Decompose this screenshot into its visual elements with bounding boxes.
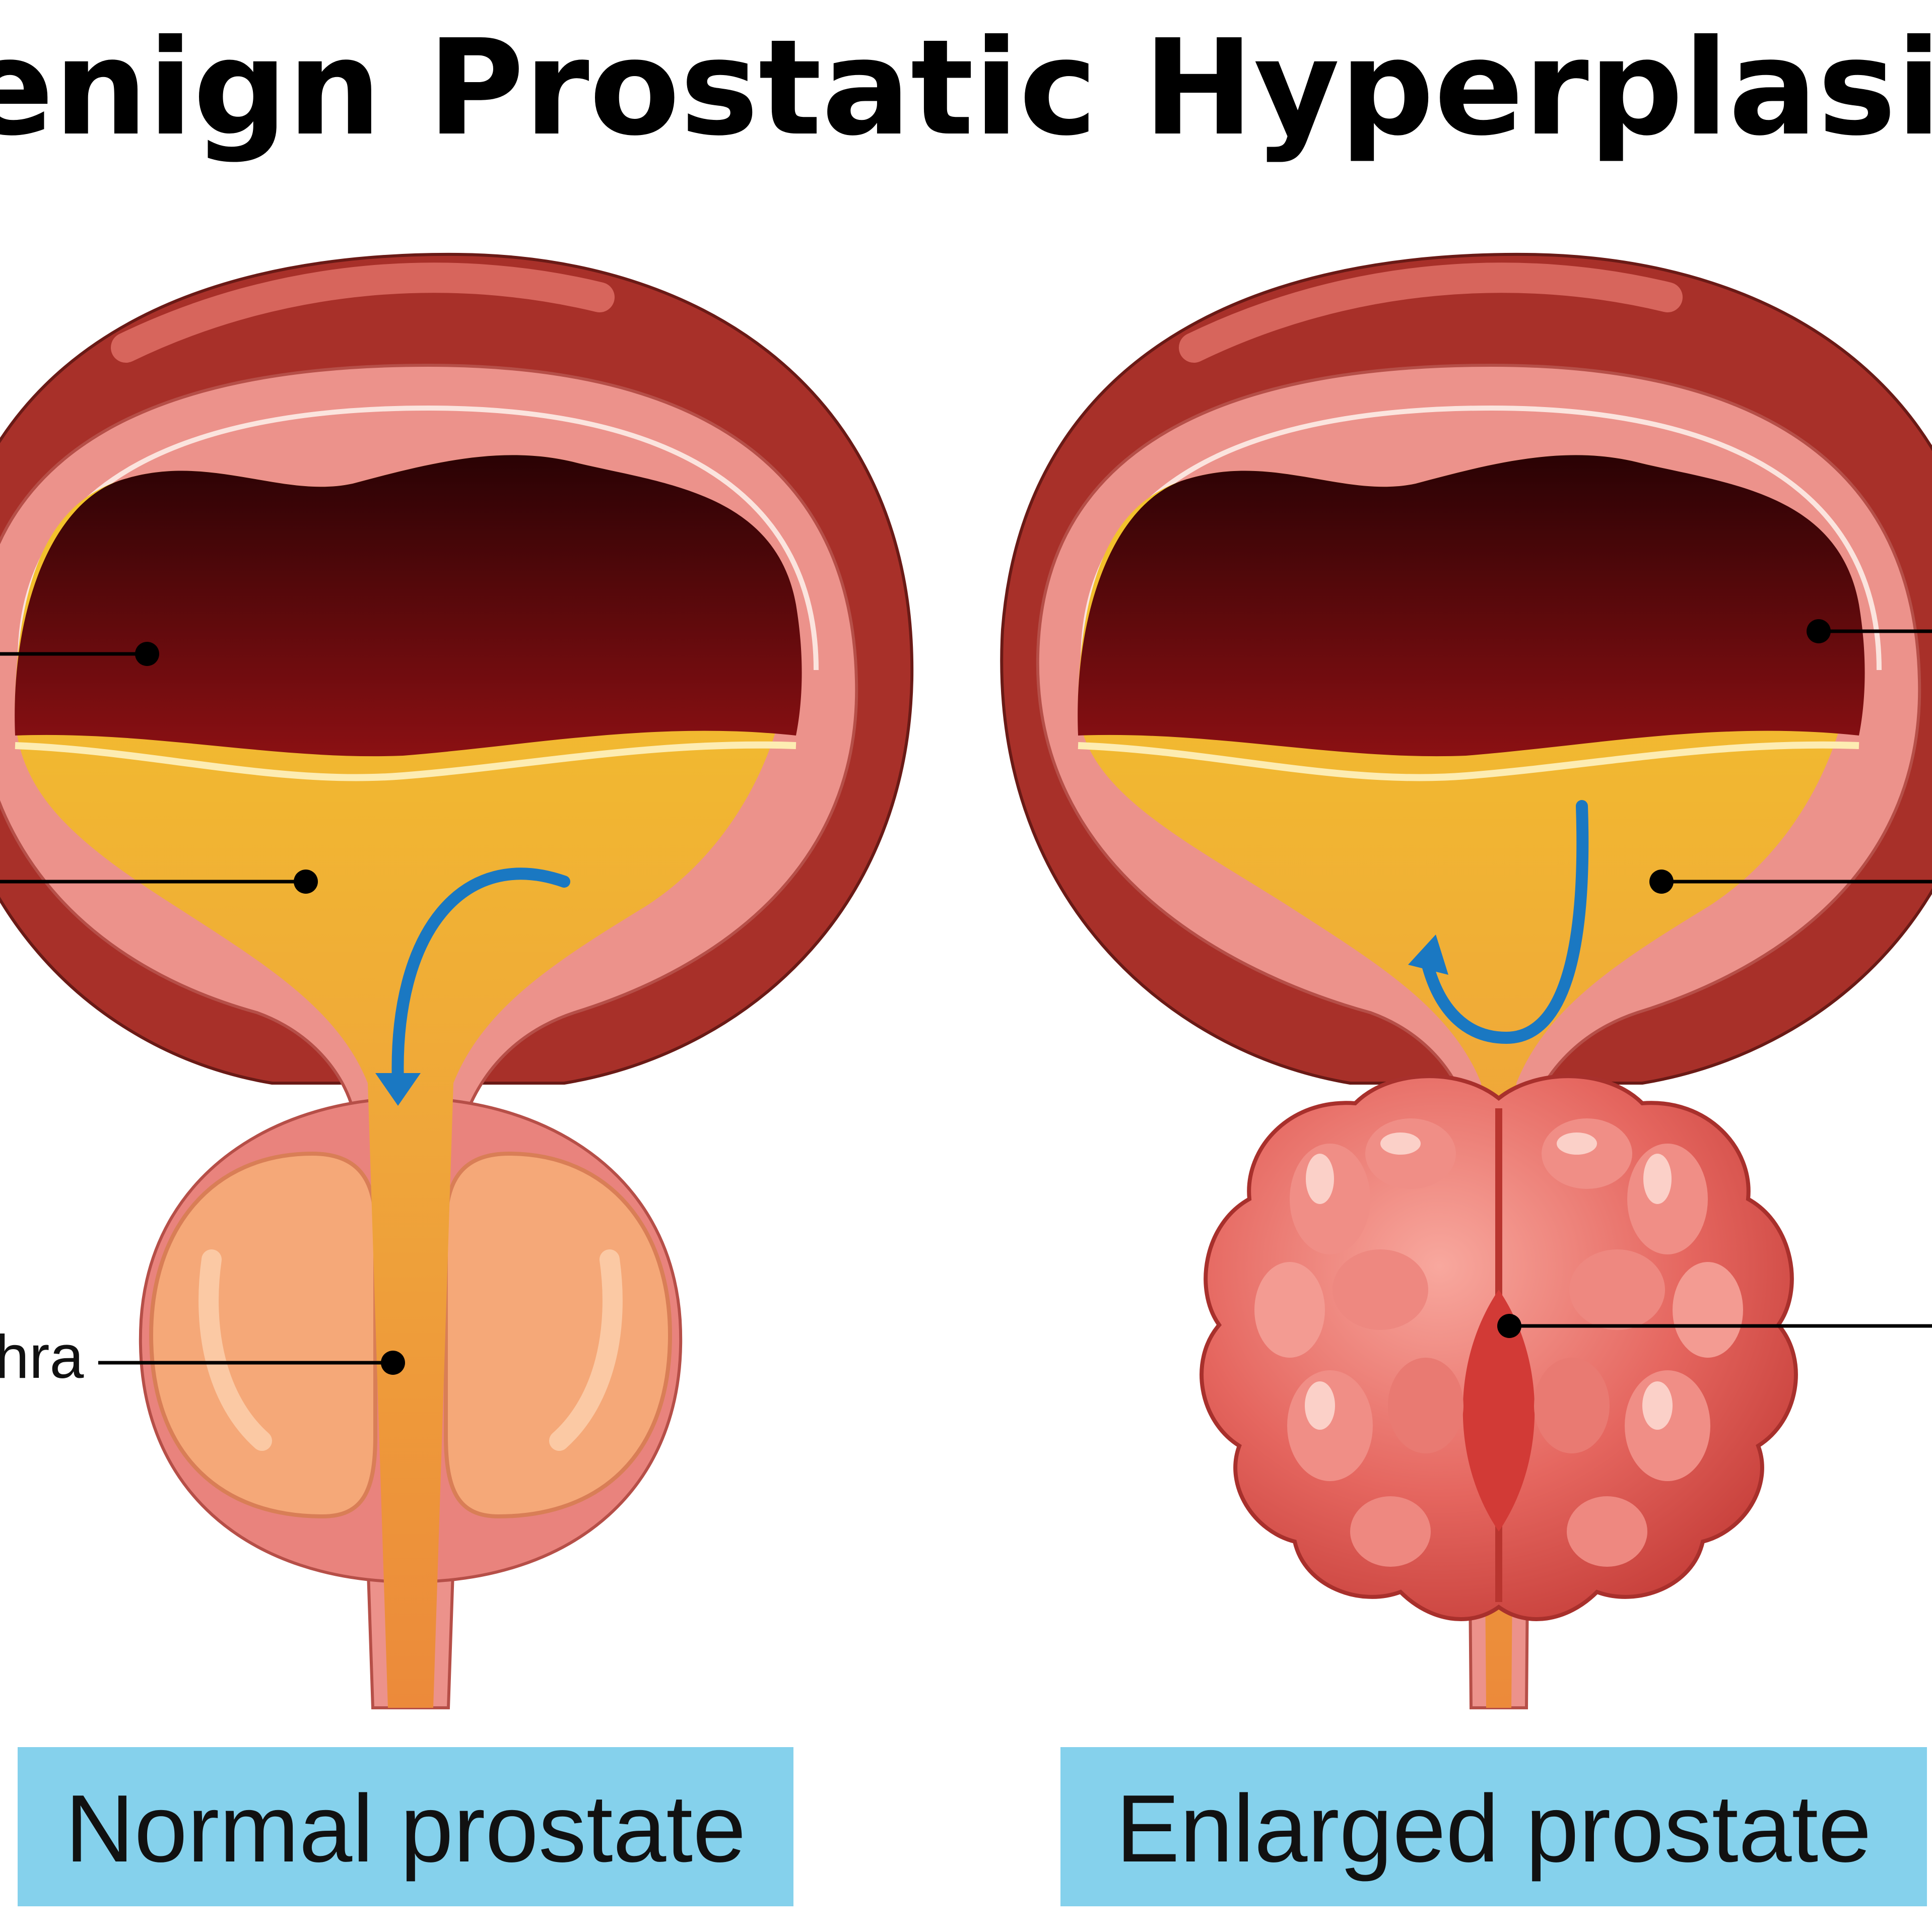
prostate-nodule bbox=[1569, 1249, 1665, 1330]
prostate-nodule bbox=[1350, 1496, 1431, 1567]
caption-box-enlarged bbox=[1060, 1747, 1927, 1906]
prostate-nodule-highlight bbox=[1642, 1381, 1673, 1430]
prostate-nodule bbox=[1542, 1118, 1632, 1189]
enlarged-prostate-gland bbox=[1200, 1074, 1798, 1621]
normal-leader-urethra-dot bbox=[381, 1351, 405, 1375]
normal-lobe-highlight-right bbox=[549, 1249, 623, 1451]
normal-bladder-cavity bbox=[15, 455, 802, 757]
enlarged-leader-prostate-dot bbox=[1497, 1314, 1521, 1338]
normal-bladder-highlight bbox=[111, 262, 615, 363]
prostate-nodule bbox=[1333, 1249, 1428, 1330]
prostate-nodule bbox=[1625, 1370, 1710, 1481]
prostate-nodule-highlight bbox=[1306, 1154, 1334, 1204]
diagram-title: Benign Prostatic Hyperplasia bbox=[0, 11, 1932, 165]
normal-prostate-panel: hra Normal prostate bbox=[0, 252, 914, 1906]
prostate-nodule bbox=[1388, 1358, 1463, 1453]
prostate-nodule-highlight bbox=[1305, 1381, 1335, 1430]
enlarged-leader-cavity-dot bbox=[1807, 619, 1831, 643]
prostate-nodule bbox=[1627, 1144, 1708, 1254]
enlarged-prostate-panel: Enlarged prostate bbox=[1000, 252, 1932, 1906]
prostate-nodule bbox=[1254, 1262, 1325, 1358]
flow-arrow-icon bbox=[1420, 800, 1589, 1044]
flow-arrow-head-icon bbox=[375, 1073, 421, 1106]
enlarged-prostate-core bbox=[1462, 1290, 1535, 1531]
normal-leader-urine-dot bbox=[294, 870, 318, 894]
enlarged-urine-surface bbox=[1078, 741, 1859, 781]
enlarged-bladder-cavity bbox=[1078, 455, 1865, 757]
flow-arrow-head-icon bbox=[1408, 935, 1448, 975]
caption-box-normal bbox=[18, 1747, 793, 1906]
caption-normal-prostate: Normal prostate bbox=[65, 1775, 746, 1882]
prostate-nodule bbox=[1365, 1118, 1456, 1189]
normal-urine-surface bbox=[15, 741, 796, 781]
flow-arrow-icon bbox=[391, 868, 570, 1089]
enlarged-bladder-highlight bbox=[1179, 262, 1683, 363]
normal-leader-cavity-dot bbox=[135, 642, 159, 666]
label-urethra: hra bbox=[0, 1322, 84, 1391]
prostate-nodule bbox=[1290, 1144, 1370, 1254]
prostate-nodule bbox=[1567, 1496, 1647, 1567]
caption-enlarged-prostate: Enlarged prostate bbox=[1116, 1775, 1872, 1882]
prostate-nodule bbox=[1673, 1262, 1743, 1358]
prostate-nodule-highlight bbox=[1380, 1132, 1421, 1155]
prostate-nodule bbox=[1287, 1370, 1373, 1481]
prostate-nodule-highlight bbox=[1557, 1132, 1597, 1155]
prostate-nodule-highlight bbox=[1643, 1154, 1672, 1204]
enlarged-leader-urine-dot bbox=[1649, 870, 1674, 894]
prostate-nodule bbox=[1534, 1358, 1610, 1453]
